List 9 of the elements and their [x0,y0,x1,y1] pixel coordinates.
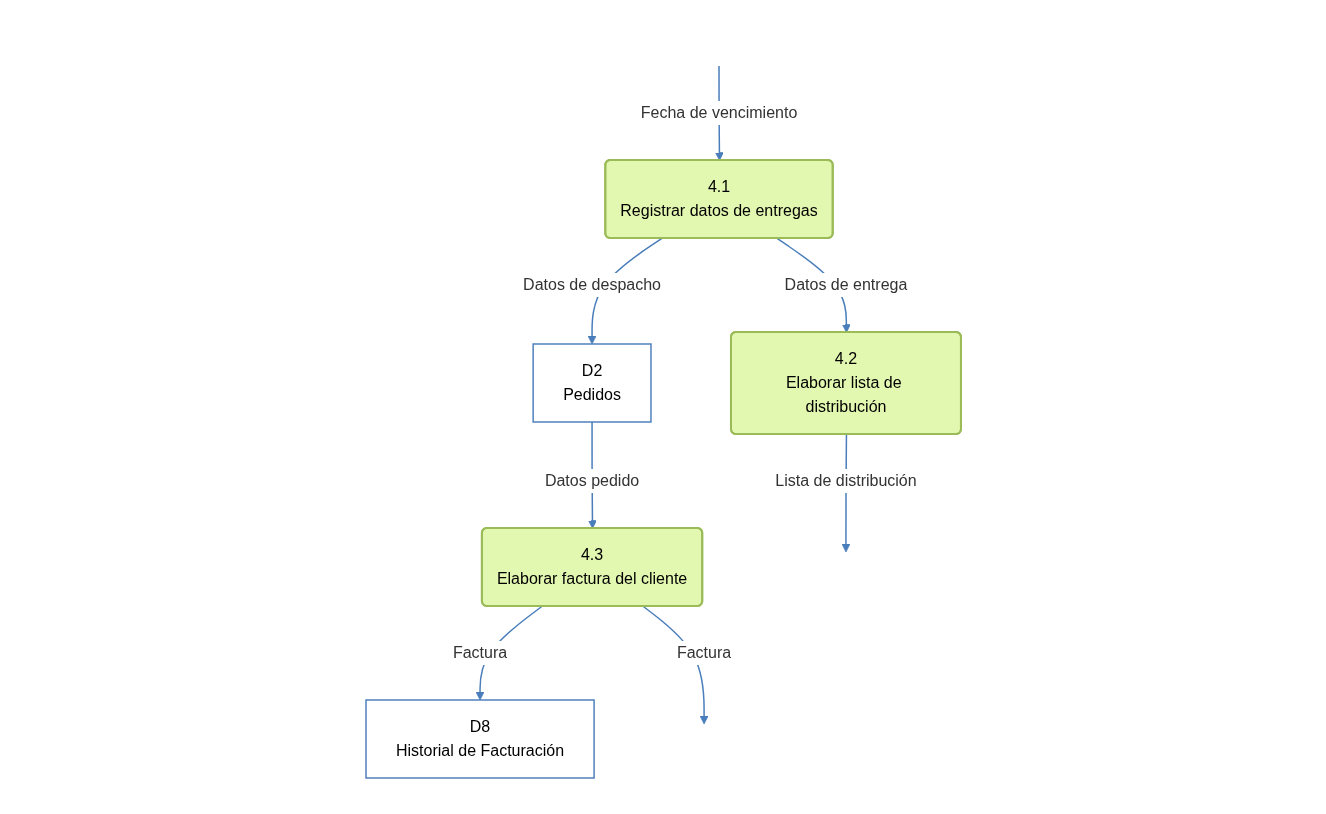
edge-label: Fecha de vencimiento [640,104,797,121]
node-box: D8 Historial de Facturación [364,699,595,779]
edge-label: Factura [452,643,507,661]
edge-label: Datos de despacho [522,275,661,293]
edge-label: Datos de entrega [784,275,907,293]
node-box: D2 Pedidos [531,343,652,423]
edge-label: Datos pedido [544,471,639,489]
edge-label: Lista de distribución [774,471,917,489]
edge-label: Factura [676,643,731,661]
